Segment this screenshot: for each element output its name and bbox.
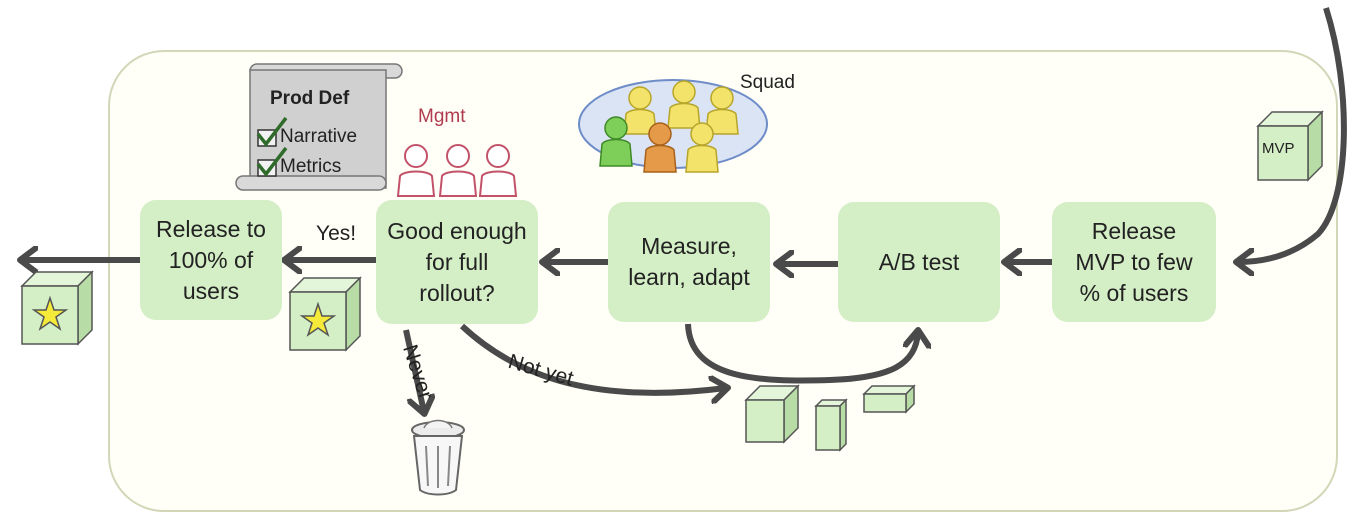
mvp-label: MVP: [1262, 140, 1295, 157]
experiment-cubes-icon: [744, 384, 916, 452]
step-ab-test: A/B test: [838, 202, 1000, 322]
step-release-mvp-label: Release MVP to few % of users: [1075, 217, 1193, 306]
step-measure: Measure, learn, adapt: [608, 202, 770, 322]
prod-def-scroll-icon: [235, 63, 403, 191]
mgmt-label: Mgmt: [418, 106, 466, 127]
arrow-never: [403, 329, 424, 412]
arrow-loop-to-ab: [685, 323, 918, 384]
arrow-not-yet: [459, 323, 726, 393]
star-cube-rollout-icon: [288, 276, 362, 352]
step-decision: Good enough for full rollout?: [376, 200, 538, 324]
trash-can-icon: [411, 419, 465, 496]
prod-def-item-narrative: Narrative: [280, 126, 358, 147]
step-release-mvp: Release MVP to few % of users: [1052, 202, 1216, 322]
prod-def-item-metrics: Metrics: [280, 156, 342, 177]
prod-def-title: Prod Def: [270, 88, 350, 109]
step-release-all-label: Release to 100% of users: [156, 215, 266, 304]
step-release-all: Release to 100% of users: [140, 200, 282, 320]
step-measure-label: Measure, learn, adapt: [628, 233, 750, 290]
star-cube-released-icon: [20, 270, 94, 346]
yes-label: Yes!: [316, 222, 357, 245]
step-ab-test-label: A/B test: [878, 248, 960, 275]
mgmt-people-icon: [396, 144, 518, 197]
mvp-incoming-arrow: [1238, 7, 1347, 262]
squad-group-icon: [578, 79, 768, 173]
mvp-cube-icon: [1256, 110, 1324, 182]
step-decision-label: Good enough for full rollout?: [387, 217, 527, 306]
squad-label: Squad: [740, 72, 795, 93]
